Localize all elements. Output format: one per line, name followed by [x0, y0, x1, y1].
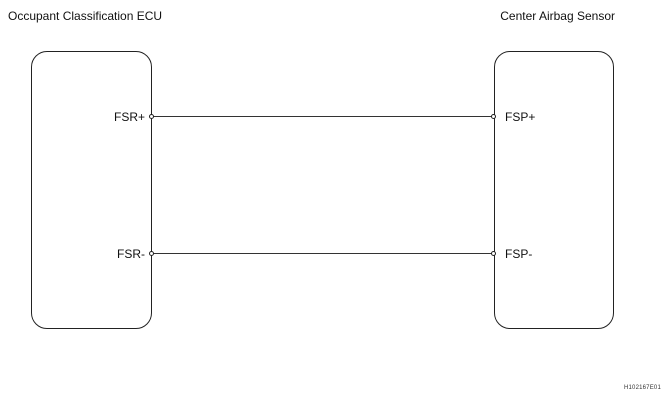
wire-connection-2 [152, 253, 494, 254]
left-pin-label-1: FSR+ [113, 110, 145, 124]
right-component-title: Center Airbag Sensor [500, 9, 615, 23]
left-pin-label-2: FSR- [117, 247, 145, 261]
right-pin-label-1: FSP+ [505, 110, 536, 124]
figure-code: H102167E01 [623, 385, 661, 391]
right-pin-label-2: FSP- [505, 247, 533, 261]
left-component-title: Occupant Classification ECU [8, 9, 163, 23]
occupant-classification-ecu-box [31, 51, 152, 329]
right-terminal-2 [491, 251, 496, 256]
left-terminal-1 [149, 114, 154, 119]
left-terminal-2 [149, 251, 154, 256]
center-airbag-sensor-box [494, 51, 614, 329]
wire-connection-1 [152, 116, 494, 117]
right-terminal-1 [491, 114, 496, 119]
